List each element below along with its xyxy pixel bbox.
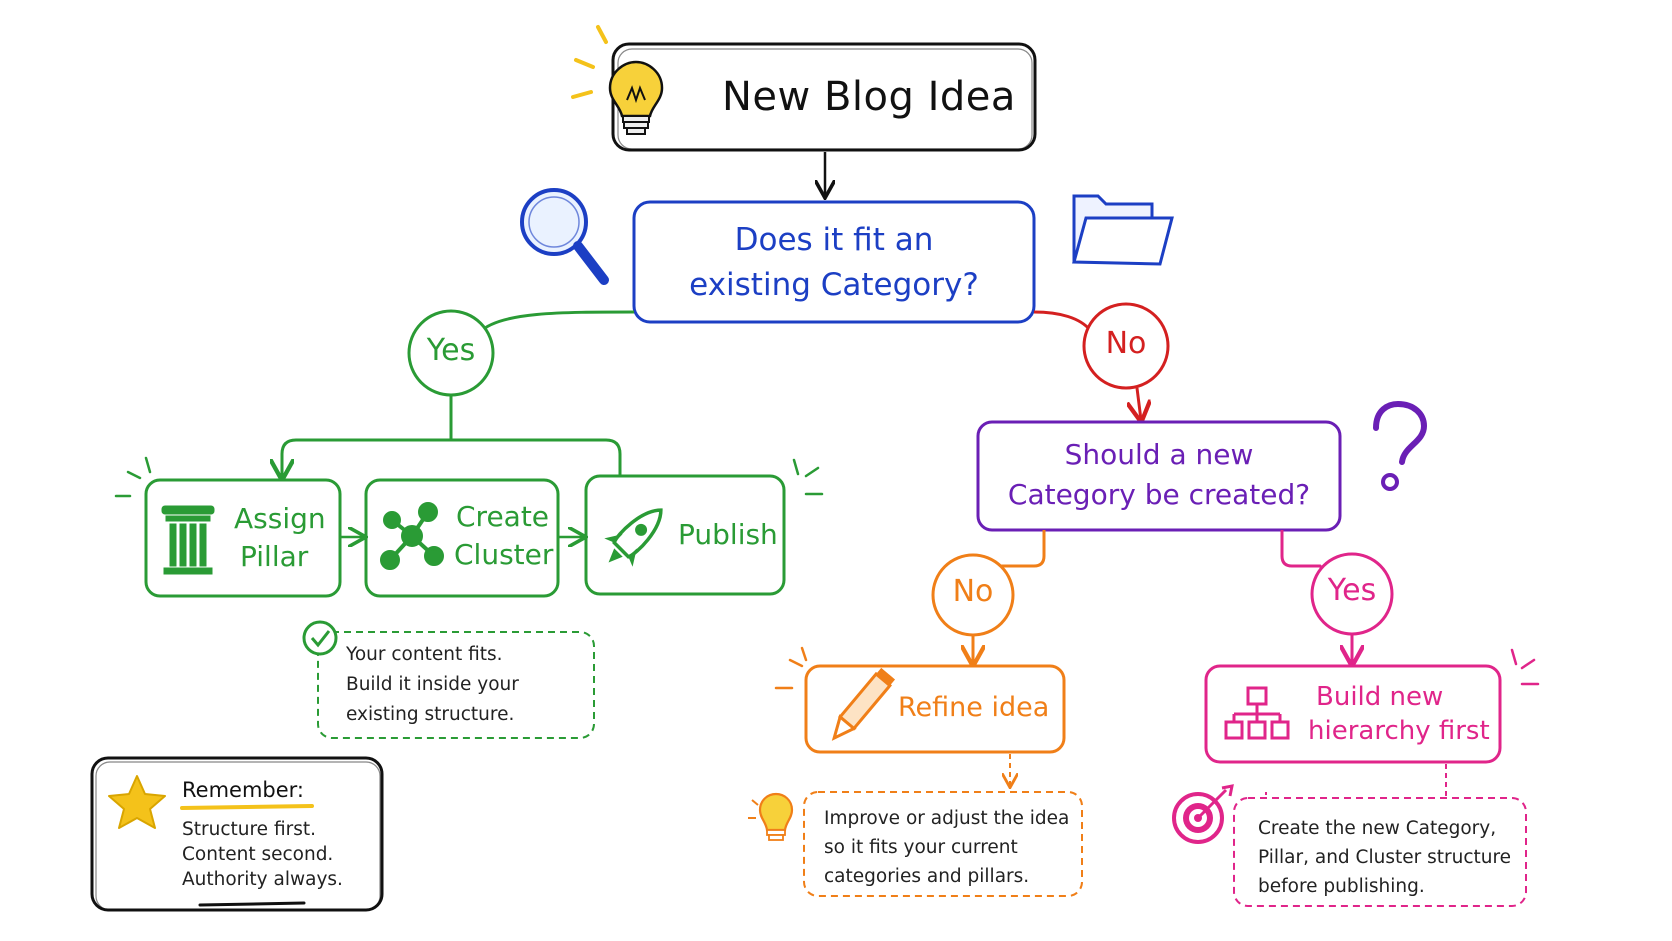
note-build-line2: Pillar, and Cluster structure [1258, 847, 1512, 868]
note-fits-line1: Your content fits. [346, 644, 503, 665]
reminder-line3: Authority always. [182, 869, 343, 890]
reminder-line2: Content second. [182, 844, 334, 865]
create-cluster-line1: Create [456, 500, 550, 533]
question2-label-line2: Category be created? [1007, 478, 1311, 511]
q2-yes-circle [1310, 552, 1394, 636]
sparkle-icon [1510, 648, 1540, 686]
reminder-title: Remember: [182, 778, 304, 802]
folder-icon [1072, 194, 1174, 266]
assign-pillar-line1: Assign [234, 502, 326, 535]
publish-label: Publish [678, 518, 778, 551]
note-build-line3: before publishing. [1258, 876, 1425, 897]
magnifier-icon [520, 188, 609, 285]
question2-box [976, 420, 1342, 532]
sparkle-icon [774, 646, 808, 690]
note-fits-line3: existing structure. [346, 704, 515, 725]
note-refine-line2: so it fits your current [824, 837, 1018, 858]
pencil-icon [831, 667, 896, 741]
start-node-label: New Blog Idea [722, 74, 1016, 120]
check-circle-icon [302, 620, 338, 656]
reminder-line1: Structure first. [182, 819, 316, 840]
cluster-icon [380, 502, 444, 570]
target-icon [1172, 784, 1234, 844]
q2-no-label: No [952, 574, 994, 609]
q1-yes-label: Yes [426, 333, 476, 368]
q1-no-circle [1082, 302, 1170, 390]
sparkle-icon [114, 456, 824, 498]
q2-yes-label: Yes [1327, 573, 1377, 608]
refine-idea-label: Refine idea [898, 692, 1050, 723]
note-fits-box [317, 631, 595, 739]
note-refine-box [803, 791, 1083, 897]
question2-label-line1: Should a new [1064, 438, 1254, 471]
q1-yes-circle [407, 309, 495, 397]
note-build-box [1233, 797, 1527, 907]
question1-box [632, 200, 1036, 324]
create-cluster-line2: Cluster [454, 538, 554, 571]
hierarchy-icon [1224, 686, 1290, 740]
star-icon [108, 775, 166, 829]
note-build-line1: Create the new Category, [1258, 818, 1497, 839]
rocket-icon [604, 508, 663, 567]
note-fits-line2: Build it inside your [346, 674, 519, 695]
q1-no-label: No [1105, 326, 1147, 361]
question1-label-line1: Does it fit an [734, 222, 934, 258]
question-mark-icon [1373, 400, 1428, 491]
question1-label-line2: existing Category? [689, 267, 979, 303]
lightbulb-icon [748, 792, 794, 841]
idea-rays-icon [571, 25, 608, 99]
note-refine-line1: Improve or adjust the idea [824, 808, 1070, 829]
q2-no-circle [931, 553, 1015, 637]
pillar-icon [161, 505, 215, 575]
note-refine-line3: categories and pillars. [824, 866, 1030, 887]
build-hierarchy-line2: hierarchy first [1308, 716, 1490, 746]
lightbulb-icon [608, 60, 664, 135]
build-hierarchy-line1: Build new [1316, 682, 1444, 712]
assign-pillar-line2: Pillar [240, 540, 309, 573]
